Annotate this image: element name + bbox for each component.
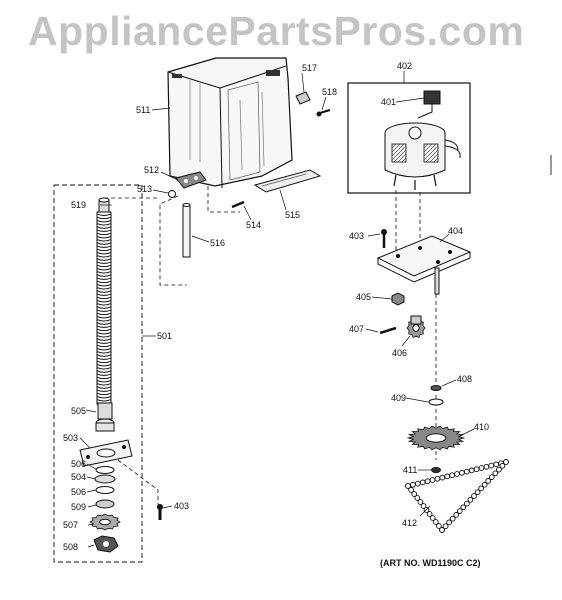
callout-507: 507 [63, 520, 78, 530]
cam-part [175, 171, 207, 189]
drive-chain [405, 459, 509, 533]
callout-403-upper: 403 [349, 231, 364, 241]
callout-508: 508 [63, 542, 78, 552]
motor [384, 122, 461, 190]
washer-408 [430, 385, 442, 391]
callout-509: 509 [71, 502, 86, 512]
callout-516: 516 [210, 238, 225, 248]
callout-515: 515 [285, 210, 300, 220]
callout-506-upper: 506 [71, 459, 86, 469]
watermark: AppliancePartsPros.com [28, 8, 525, 54]
nut-405 [391, 292, 405, 306]
callout-512: 512 [144, 165, 159, 175]
callout-505: 505 [71, 406, 86, 416]
callout-402: 402 [397, 61, 412, 71]
callout-519: 519 [71, 200, 86, 210]
callout-514: 514 [246, 220, 261, 230]
callout-labels: 402 401 517 518 511 512 513 519 514 515 … [63, 61, 489, 552]
callout-511: 511 [136, 105, 150, 115]
callout-506-lower: 506 [71, 487, 86, 497]
motor-group-box [347, 82, 471, 194]
callout-403-lower: 403 [174, 501, 189, 511]
washer-411 [431, 467, 441, 473]
sprocket-507 [89, 513, 121, 531]
callout-401: 401 [381, 97, 396, 107]
callout-407: 407 [349, 324, 364, 334]
rod-516 [182, 204, 191, 258]
callout-404: 404 [448, 226, 463, 236]
screw-403-lower [157, 504, 163, 520]
callout-406: 406 [392, 348, 407, 358]
screw-group-box [53, 184, 143, 563]
mount-plate [376, 235, 472, 295]
callout-409: 409 [391, 393, 406, 403]
art-number: (ART NO. WD1190C C2) [380, 558, 481, 568]
threaded-shaft [96, 211, 112, 405]
callout-405: 405 [356, 292, 371, 302]
leader-lines [79, 71, 475, 548]
callout-412: 412 [402, 518, 417, 528]
callout-503: 503 [63, 433, 78, 443]
screw-407 [379, 326, 397, 335]
callout-517: 517 [302, 63, 317, 73]
callout-513: 513 [137, 184, 152, 194]
cap-519 [98, 197, 110, 213]
screw-514 [231, 200, 245, 209]
lower-stack [79, 402, 133, 553]
callout-518: 518 [322, 87, 337, 97]
sprocket-410 [406, 425, 466, 451]
washer-409 [428, 398, 444, 406]
leader-dashed [104, 186, 437, 510]
callout-408: 408 [457, 374, 472, 384]
cabinet [167, 57, 331, 193]
motor-assembly [347, 82, 471, 194]
pinion-406 [406, 315, 426, 339]
capacitor [417, 90, 441, 119]
callout-411: 411 [403, 465, 417, 475]
callout-410: 410 [474, 422, 489, 432]
washer-513 [168, 190, 176, 198]
callout-504: 504 [71, 472, 86, 482]
screw-403-upper [381, 229, 387, 248]
callout-501: 501 [157, 331, 172, 341]
